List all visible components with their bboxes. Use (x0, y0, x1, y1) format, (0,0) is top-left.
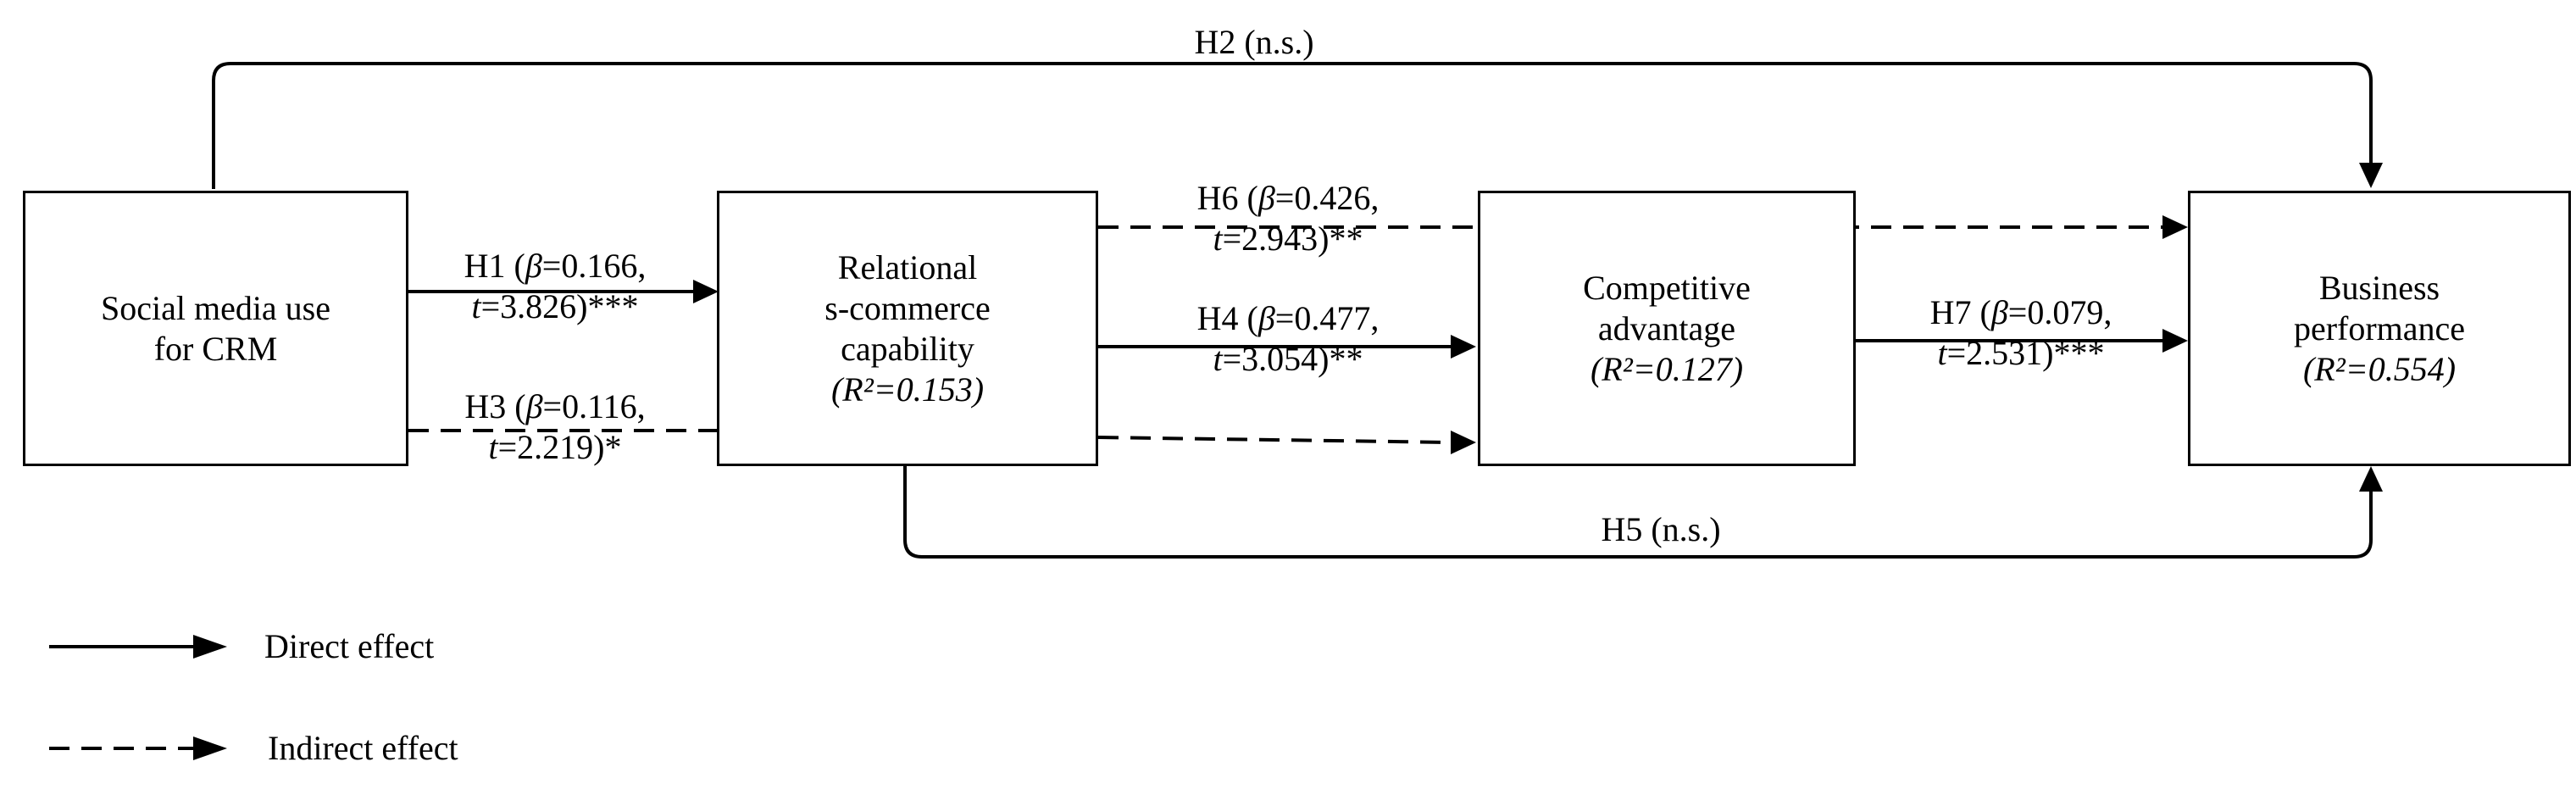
label-h4-sig: ** (1329, 340, 1363, 378)
label-h1-id: H1 (464, 247, 506, 285)
h2-arrowhead (2359, 163, 2383, 188)
label-h1-sig: *** (587, 287, 639, 325)
label-h7-sig: *** (2053, 334, 2105, 372)
label-h4-t: 3.054 (1241, 340, 1319, 378)
relational-competitive-indirect-arrow (1097, 436, 1452, 444)
node-social-media-line1: Social media use (100, 288, 331, 327)
h1-arrowhead (693, 280, 719, 303)
label-h1-t: 3.826 (500, 287, 577, 325)
h6-arrowhead (2162, 215, 2188, 239)
label-h7-beta: 0.079 (2027, 293, 2104, 331)
label-h3-beta-symbol: β (525, 387, 543, 425)
label-h3: H3 (β=0.116, t=2.219)* (464, 387, 646, 466)
legend-direct-label: Direct effect (264, 627, 435, 665)
node-business-line2: performance (2293, 309, 2466, 347)
node-competitive-r2: (R²=0.127) (1590, 349, 1744, 388)
label-h3-t: 2.219 (517, 428, 594, 466)
node-social-media-line2: for CRM (153, 329, 278, 368)
label-h4-beta: 0.477 (1294, 299, 1371, 337)
label-h4-id: H4 (1196, 299, 1239, 337)
label-h6-beta-symbol: β (1257, 179, 1275, 217)
label-h7-id: H7 (1929, 293, 1972, 331)
label-h3-id: H3 (464, 387, 507, 425)
label-h4-t-symbol: t (1213, 340, 1223, 378)
label-h6-t-symbol: t (1213, 220, 1223, 258)
node-competitive-line2: advantage (1597, 309, 1736, 347)
node-relational-line2: s-commerce (824, 288, 991, 327)
label-h7-t: 2.531 (1966, 334, 2043, 372)
label-h6-t: 2.943 (1241, 220, 1319, 258)
label-h6-sig: ** (1329, 220, 1363, 258)
node-relational-line1: Relational (837, 247, 978, 286)
node-social-media: Social media use for CRM (23, 191, 408, 466)
label-h6: H6 (β=0.426, t=2.943)** (1196, 179, 1380, 258)
label-h7-beta-symbol: β (1990, 293, 2008, 331)
label-h3-sig: * (604, 428, 622, 466)
h5-arrowhead (2359, 466, 2383, 492)
label-h3-beta: 0.116 (562, 387, 637, 425)
relational-competitive-indirect-arrowhead (1451, 431, 1476, 454)
node-relational-line3: capability (841, 329, 974, 368)
legend-direct-arrowhead (193, 635, 227, 659)
label-h5-text: H5 (n.s.) (1601, 510, 1721, 548)
node-competitive: Competitive advantage (R²=0.127) (1478, 191, 1856, 466)
label-h4: H4 (β=0.477, t=3.054)** (1196, 299, 1380, 378)
legend-indirect-label: Indirect effect (268, 729, 458, 767)
label-h1: H1 (β=0.166, t=3.826)*** (464, 247, 647, 325)
label-h1-t-symbol: t (471, 287, 481, 325)
label-h6-id: H6 (1196, 179, 1239, 217)
node-relational: Relational s-commerce capability (R²=0.1… (717, 191, 1098, 466)
node-competitive-line1: Competitive (1583, 268, 1751, 307)
label-h4-beta-symbol: β (1257, 299, 1275, 337)
label-h7: H7 (β=0.079, t=2.531)*** (1929, 293, 2112, 372)
label-h7-t-symbol: t (1937, 334, 1947, 372)
h2-arrow (212, 62, 2373, 189)
node-business-line1: Business (2318, 268, 2440, 307)
h7-arrowhead (2162, 329, 2188, 353)
label-h2-text: H2 (n.s.) (1194, 23, 1314, 61)
label-h1-beta: 0.166 (561, 247, 638, 285)
legend-indirect-arrowhead (193, 737, 227, 760)
label-h2: H2 (n.s.) (1102, 22, 1407, 63)
label-h6-beta: 0.426 (1294, 179, 1371, 217)
label-h3-t-symbol: t (488, 428, 498, 466)
label-h1-beta-symbol: β (525, 247, 542, 285)
label-h5: H5 (n.s.) (1508, 509, 1813, 550)
node-business-r2: (R²=0.554) (2302, 349, 2457, 388)
node-relational-r2: (R²=0.153) (830, 370, 985, 409)
h4-arrowhead (1451, 335, 1476, 359)
h5-arrow (903, 466, 2373, 559)
node-business: Business performance (R²=0.554) (2188, 191, 2571, 466)
